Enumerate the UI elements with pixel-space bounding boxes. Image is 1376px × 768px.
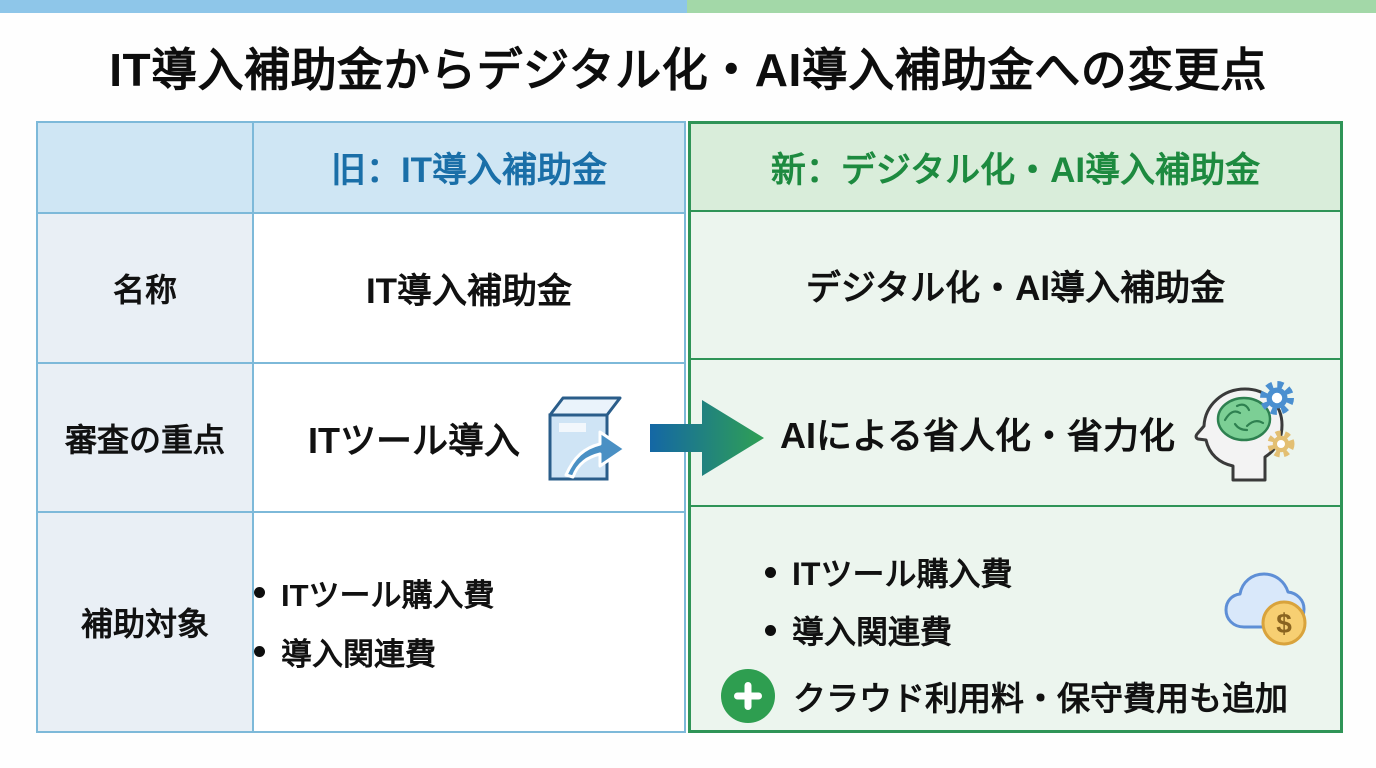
- blue-gear-icon: [1259, 381, 1294, 415]
- comparison-table: 旧：IT導入補助金 名称 IT導入補助金 審査の重点 ITツール導入 補助対象 …: [36, 121, 1343, 733]
- bullet-dot: [254, 646, 265, 657]
- bullet-dot: [765, 624, 776, 636]
- top-accent-blue-segment: [0, 0, 687, 13]
- transition-arrow-icon: [650, 396, 766, 480]
- old-target-list: ITツール購入費 導入関連費: [252, 511, 686, 733]
- yellow-gear-icon: [1267, 430, 1295, 458]
- list-item: ITツール購入費: [254, 570, 495, 615]
- page-title: IT導入補助金からデジタル化・AI導入補助金への変更点: [109, 44, 1267, 96]
- old-focus-text: ITツール導入: [308, 419, 520, 461]
- brain-icon: [1216, 396, 1272, 442]
- list-item: ITツール購入費: [765, 549, 1012, 595]
- new-target-list: ITツール購入費 導入関連費 クラウド利用料・保守費用も追加: [691, 507, 1340, 730]
- top-accent-green-segment: [687, 0, 1376, 13]
- head-brain-icon: [1189, 376, 1297, 489]
- row-label-target: 補助対象: [36, 511, 252, 733]
- old-side-grid: 旧：IT導入補助金 名称 IT導入補助金 審査の重点 ITツール導入 補助対象 …: [36, 121, 686, 733]
- list-item-label: ITツール購入費: [792, 556, 1013, 592]
- new-column-panel: 新：デジタル化・AI導入補助金 デジタル化・AI導入補助金 AIによる省人化・省…: [688, 121, 1343, 733]
- bullet-dot: [254, 587, 265, 598]
- new-column-header: 新：デジタル化・AI導入補助金: [691, 124, 1340, 212]
- added-item-row: クラウド利用料・保守費用も追加: [721, 669, 1288, 723]
- new-focus-cell: AIによる省人化・省力化: [691, 360, 1340, 507]
- old-name-cell: IT導入補助金: [252, 212, 686, 362]
- new-name-cell: デジタル化・AI導入補助金: [691, 212, 1340, 360]
- list-item-label: 導入関連費: [281, 637, 436, 672]
- new-focus-text: AIによる省人化・省力化: [780, 414, 1175, 456]
- old-column-header: 旧：IT導入補助金: [252, 121, 686, 212]
- row-label-name: 名称: [36, 212, 252, 362]
- list-item: 導入関連費: [765, 607, 952, 653]
- svg-text:$: $: [1276, 608, 1292, 639]
- cloud-money-icon: $: [1220, 565, 1314, 651]
- dollar-coin-icon: $: [1261, 600, 1307, 646]
- list-item-label: 導入関連費: [792, 614, 953, 650]
- list-item-label: ITツール購入費: [281, 578, 495, 613]
- software-box-icon: [530, 385, 630, 490]
- list-item: 導入関連費: [254, 629, 436, 674]
- plus-icon: [721, 669, 775, 723]
- added-item-text: クラウド利用料・保守費用も追加: [793, 680, 1288, 717]
- row-label-focus: 審査の重点: [36, 362, 252, 511]
- top-accent-bar: [0, 0, 1376, 13]
- bullet-dot: [765, 566, 776, 578]
- corner-cell: [36, 121, 252, 212]
- old-focus-cell: ITツール導入: [252, 362, 686, 511]
